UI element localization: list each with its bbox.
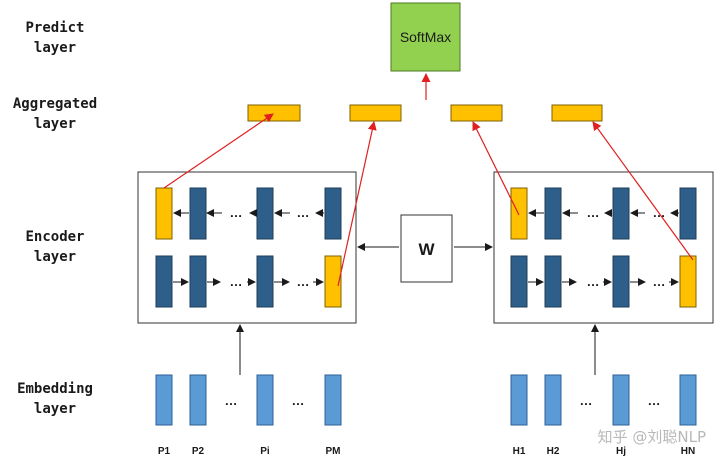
hypothesis-embedding-h2 — [544, 374, 562, 426]
watermark: 知乎 @刘聪NLP — [598, 428, 706, 446]
premise-backward-cell-i — [256, 187, 274, 240]
embedding-layer-label: Embedding layer — [17, 381, 93, 417]
token-label-p2: P2 — [192, 446, 205, 457]
hypothesis-backward-cell-j — [612, 187, 630, 240]
encoder-layer-label-line1: Encoder — [25, 229, 84, 245]
hypothesis-forward-cell-2 — [544, 255, 562, 308]
hypothesis-backward-cell-2 — [544, 187, 562, 240]
aggregation-line-premise-backward — [163, 113, 274, 189]
aggregation-line-premise-forward — [337, 121, 377, 287]
token-label-h1: H1 — [513, 446, 526, 457]
hypothesis-embedding-dots: … — [580, 393, 593, 408]
premise-encoder-box — [137, 171, 357, 324]
premise-backward-dots-2: … — [297, 205, 310, 220]
premise-embedding-dots-2: … — [292, 393, 305, 408]
embedding-layer-label-line1: Embedding — [17, 381, 93, 397]
premise-forward-cell-m — [324, 255, 342, 308]
embedding-layer-label-line2: layer — [34, 401, 76, 417]
predict-layer-label: Predict layer — [25, 20, 84, 56]
hypothesis-embedding-hj — [612, 374, 630, 426]
aggregated-layer-label-line1: Aggregated — [13, 96, 97, 112]
token-label-h2: H2 — [547, 446, 560, 457]
hypothesis-backward-cell-n — [679, 187, 697, 240]
w-matrix-box — [400, 214, 453, 283]
hypothesis-forward-dots-2: … — [653, 274, 666, 289]
aggregation-line-hypothesis-backward — [472, 121, 520, 216]
aggregated-layer-label: Aggregated layer — [13, 96, 97, 132]
hypothesis-embedding-dots-2: … — [648, 393, 661, 408]
aggregated-cell-3 — [450, 104, 503, 122]
premise-backward-cell-m — [324, 187, 342, 240]
premise-forward-cell-1 — [155, 255, 173, 308]
hypothesis-embedding-hn — [679, 374, 697, 426]
hypothesis-backward-dots: … — [587, 205, 600, 220]
premise-embedding-p2 — [189, 374, 207, 426]
predict-layer-label-line1: Predict — [25, 20, 84, 36]
premise-embedding-dots: … — [225, 393, 238, 408]
softmax-box — [390, 2, 461, 72]
token-label-hj: Hj — [616, 446, 626, 457]
premise-embedding-p1 — [155, 374, 173, 426]
token-label-pm: PM — [326, 446, 341, 457]
softmax-label: SoftMax — [400, 29, 451, 45]
aggregated-cell-4 — [551, 104, 603, 122]
hypothesis-backward-cell-1 — [510, 187, 528, 240]
premise-backward-cell-2 — [189, 187, 207, 240]
token-label-p1: P1 — [158, 446, 171, 457]
hypothesis-forward-cell-n — [679, 255, 697, 308]
token-label-pi: Pi — [260, 446, 270, 457]
aggregated-cell-2 — [349, 104, 402, 122]
hypothesis-forward-dots: … — [587, 274, 600, 289]
w-matrix-label: W — [418, 240, 435, 259]
premise-forward-dots: … — [230, 274, 243, 289]
premise-forward-cell-i — [256, 255, 274, 308]
hypothesis-forward-cell-j — [612, 255, 630, 308]
hypothesis-forward-cell-1 — [510, 255, 528, 308]
aggregated-layer-label-line2: layer — [34, 116, 76, 132]
premise-embedding-pm — [324, 374, 342, 426]
premise-embedding-pi — [256, 374, 274, 426]
hypothesis-embedding-h1 — [510, 374, 528, 426]
aggregated-cell-1 — [247, 104, 301, 122]
token-label-hn: HN — [681, 446, 695, 457]
predict-layer-label-line2: layer — [34, 40, 76, 56]
hypothesis-encoder-box — [493, 171, 714, 324]
encoder-layer-label-line2: layer — [34, 249, 76, 265]
premise-forward-cell-2 — [189, 255, 207, 308]
premise-forward-dots-2: … — [297, 274, 310, 289]
premise-backward-cell-1 — [155, 187, 173, 240]
premise-backward-dots: … — [230, 205, 243, 220]
aggregation-line-hypothesis-forward — [592, 121, 694, 261]
encoder-layer-label: Encoder layer — [25, 229, 84, 265]
